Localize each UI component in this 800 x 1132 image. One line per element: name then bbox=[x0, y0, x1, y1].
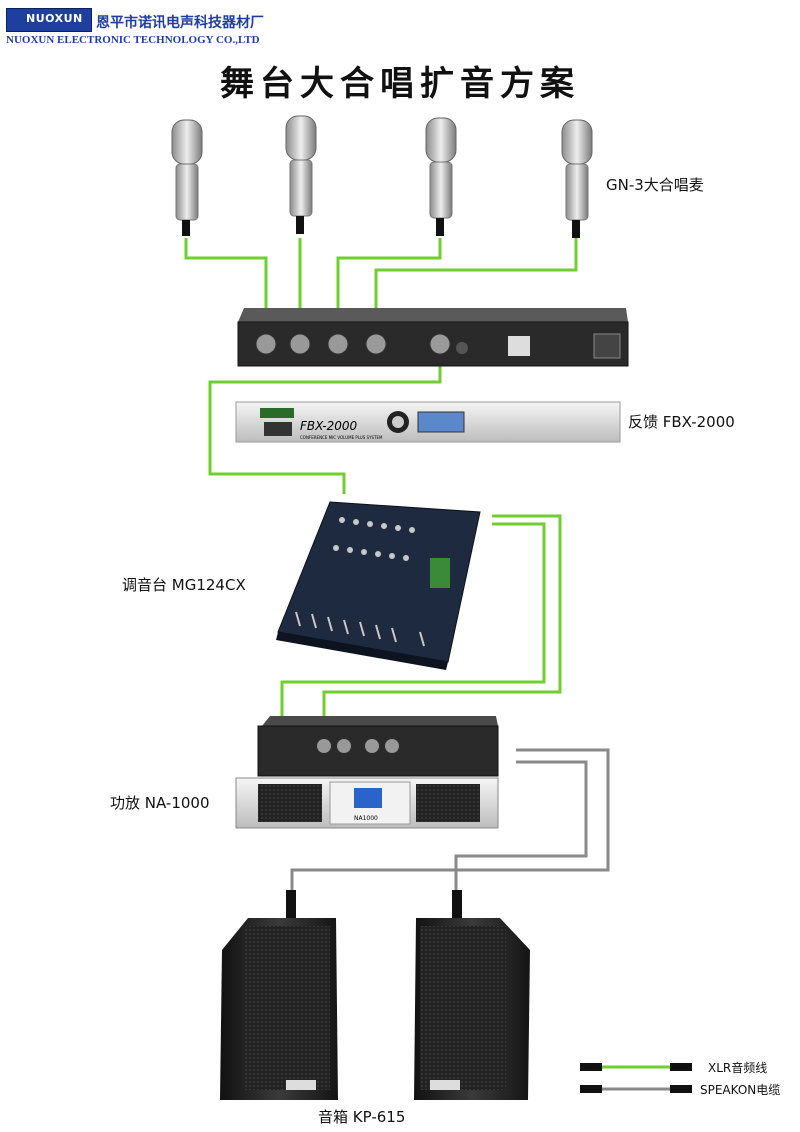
amplifier-unit: NA1000 bbox=[235, 716, 499, 829]
amp-model-label: NA1000 bbox=[354, 815, 378, 822]
xlr-cable-mixer-to-amp-1 bbox=[322, 514, 562, 716]
legend-speakon-label: SPEAKON电缆 bbox=[700, 1083, 781, 1097]
fbx-model-label: FBX-2000 bbox=[300, 419, 357, 433]
speaker-left bbox=[220, 890, 338, 1100]
feedback-suppressor-unit: FBX-2000 CONFERENCE MIC VOLUME PLUS SYST… bbox=[235, 401, 621, 443]
legend-xlr-label: XLR音频线 bbox=[708, 1061, 768, 1075]
brand-logo bbox=[6, 8, 92, 32]
speakon-cable-left bbox=[290, 748, 610, 890]
microphone-1 bbox=[171, 119, 203, 236]
label-amplifier: 功放 NA-1000 bbox=[110, 794, 210, 812]
microphone-4 bbox=[561, 119, 593, 238]
speakon-cable-right bbox=[454, 760, 588, 890]
speakon-cable-group bbox=[290, 748, 610, 890]
label-speakers: 音箱 KP-615 bbox=[318, 1108, 406, 1126]
xlr-cable-mic3 bbox=[336, 238, 442, 322]
label-mixer: 调音台 MG124CX bbox=[122, 576, 246, 594]
mixer-unit bbox=[276, 501, 481, 670]
xlr-cable-group bbox=[184, 238, 578, 768]
processor-unit bbox=[237, 308, 629, 367]
label-microphones: GN-3大合唱麦 bbox=[606, 176, 704, 194]
speaker-right bbox=[414, 890, 530, 1100]
brand-logo-text: NUOXUN bbox=[26, 12, 83, 25]
page-title: 舞台大合唱扩音方案 bbox=[220, 64, 580, 104]
xlr-cable-processor-to-mixer bbox=[208, 366, 442, 494]
company-name-cn: 恩平市诺讯电声科技器材厂 bbox=[96, 15, 264, 31]
xlr-cable-mic4 bbox=[374, 238, 578, 322]
company-name-en: NUOXUN ELECTRONIC TECHNOLOGY CO.,LTD bbox=[6, 34, 260, 46]
microphone-3 bbox=[425, 117, 457, 236]
fbx-subtitle-label: CONFERENCE MIC VOLUME PLUS SYSTEM bbox=[300, 435, 383, 440]
xlr-cable-mic1 bbox=[184, 238, 268, 322]
label-feedback-suppressor: 反馈 FBX-2000 bbox=[628, 413, 735, 431]
microphone-2 bbox=[285, 115, 317, 234]
legend bbox=[580, 1063, 692, 1093]
